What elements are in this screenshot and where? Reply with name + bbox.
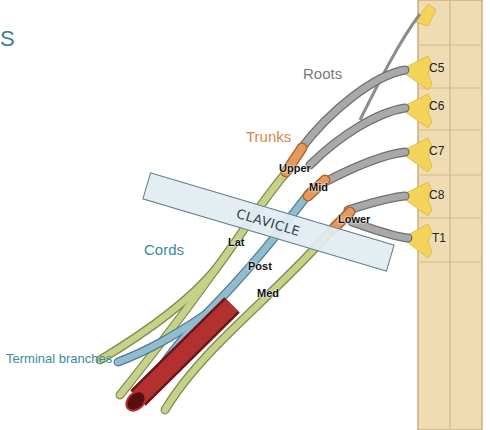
cord-midline: [449, 0, 451, 430]
spinal-level: C8: [429, 189, 444, 201]
trunk-label: Upper: [279, 163, 311, 174]
spinal-level: C5: [429, 62, 444, 74]
trunk-label: Lower: [338, 214, 370, 225]
cord-label: Post: [248, 261, 272, 272]
cord-label: Med: [257, 288, 279, 299]
section-label: Roots: [303, 66, 342, 81]
heading-fragment: S: [0, 28, 15, 50]
roots: [300, 70, 408, 238]
axillary-artery: [123, 305, 232, 414]
cord-label: Lat: [228, 237, 245, 248]
thin-nerve: [360, 14, 420, 120]
section-label: Trunks: [246, 129, 291, 144]
trunk-label: Mid: [309, 182, 328, 193]
rootlets: [400, 4, 436, 258]
section-label: Terminal branches: [6, 352, 112, 365]
section-label: Cords: [144, 242, 184, 257]
spinal-level: C6: [429, 100, 444, 112]
spinal-level: C7: [429, 145, 444, 157]
spinal-level: T1: [432, 232, 446, 244]
